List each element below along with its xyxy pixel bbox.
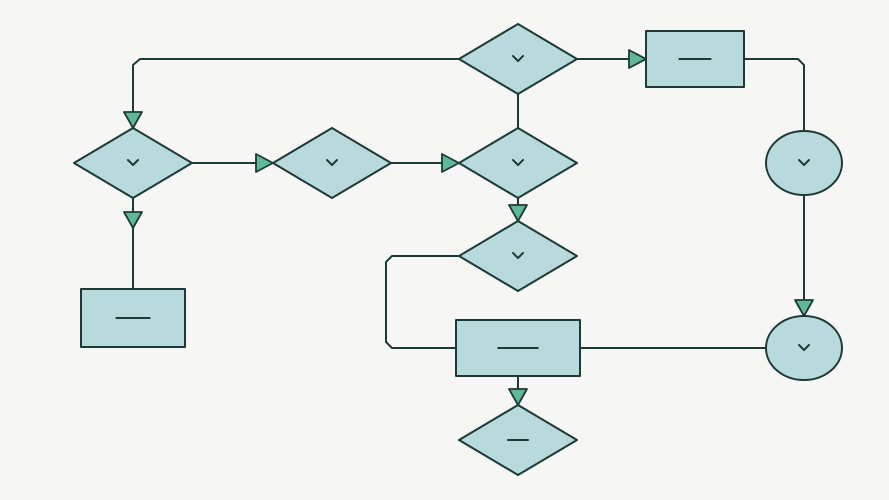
arrowhead-icon — [123, 211, 143, 229]
connector-circle-shape[interactable] — [765, 130, 843, 196]
decision-diamond-shape[interactable] — [458, 127, 578, 199]
chevron-down-icon — [798, 159, 810, 166]
chevron-down-icon — [127, 159, 139, 166]
edge-d-mid-to-d-center — [390, 153, 460, 173]
rect-node-rect-top-right[interactable] — [645, 30, 745, 88]
arrowhead-icon — [255, 153, 274, 173]
edge-d-top-to-d-left — [123, 58, 460, 129]
edge-rect-center-to-d-bottom — [508, 375, 528, 406]
diamond-node-d-center[interactable] — [458, 127, 578, 199]
connector-line — [132, 58, 460, 129]
nodes-layer — [73, 23, 843, 476]
diamond-node-d-left[interactable] — [73, 127, 193, 199]
rect-node-rect-left[interactable] — [80, 288, 186, 348]
connector-line — [743, 58, 805, 132]
edge-d-top-to-rect-top-right — [576, 49, 647, 69]
chevron-down-icon — [326, 159, 338, 166]
chevron-down-icon — [512, 55, 524, 62]
arrowhead-icon — [508, 388, 528, 406]
edge-rect-top-right-to-circle-right-top — [743, 58, 805, 132]
chevron-down-icon — [798, 344, 810, 351]
connector-circle-shape[interactable] — [765, 315, 843, 381]
diamond-node-d-lower[interactable] — [458, 220, 578, 292]
ellipse-node-circle-right-bottom[interactable] — [765, 315, 843, 381]
edges-layer — [123, 49, 814, 406]
diamond-node-d-mid[interactable] — [272, 127, 392, 199]
edge-d-left-to-rect-left — [123, 197, 143, 290]
edge-d-center-to-d-lower — [508, 197, 528, 222]
arrowhead-icon — [508, 204, 528, 222]
edge-circle-right-top-to-circle-right-bottom — [794, 194, 814, 317]
edge-d-left-to-d-mid — [191, 153, 274, 173]
decision-diamond-shape[interactable] — [272, 127, 392, 199]
chevron-down-icon — [512, 252, 524, 259]
decision-diamond-shape[interactable] — [73, 127, 193, 199]
decision-diamond-shape[interactable] — [458, 23, 578, 95]
diamond-node-d-top[interactable] — [458, 23, 578, 95]
ellipse-node-circle-right-top[interactable] — [765, 130, 843, 196]
arrowhead-icon — [628, 49, 647, 69]
arrowhead-icon — [441, 153, 460, 173]
diamond-node-d-bottom[interactable] — [458, 404, 578, 476]
connector-line — [385, 255, 460, 349]
chevron-down-icon — [512, 159, 524, 166]
edge-d-lower-to-rect-center — [385, 255, 460, 349]
arrowhead-icon — [794, 299, 814, 317]
decision-diamond-shape[interactable] — [458, 220, 578, 292]
arrowhead-icon — [123, 111, 143, 129]
rect-node-rect-center[interactable] — [455, 319, 581, 377]
